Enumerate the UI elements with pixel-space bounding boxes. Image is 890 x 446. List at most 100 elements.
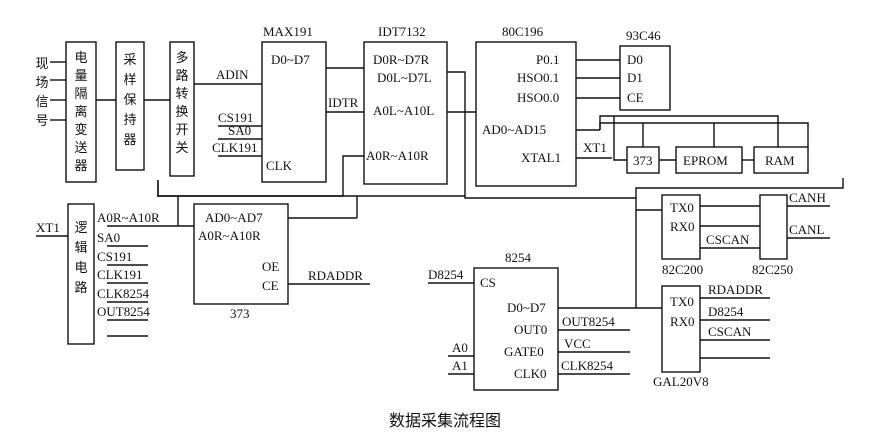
logic-clk191-label: CLK191 (97, 267, 143, 282)
can250-canh-label: CANH (789, 190, 826, 205)
can200-rx0-label: RX0 (670, 219, 695, 234)
idt-d0l-label: D0L~D7L (377, 70, 432, 85)
isolation-char-1: 量 (74, 69, 87, 84)
sample-hold-block: 采 样 保 持 器 (115, 41, 145, 171)
ram-block (753, 146, 809, 174)
idt-d0r-label: D0R~D7R (373, 52, 429, 67)
timer-a0-label: A0 (452, 340, 468, 355)
isolation-char-2: 隔 (74, 87, 87, 102)
sample-hold-char-3: 持 (123, 113, 136, 128)
isolation-char-3: 离 (74, 104, 87, 120)
isolation-char-0: 电 (74, 51, 87, 66)
gal-d8254-label: D8254 (708, 304, 744, 319)
logic-out8254-label: OUT8254 (97, 304, 150, 319)
mux-char-4: 开 (175, 123, 188, 138)
timer-clk8254-label: CLK8254 (561, 358, 614, 373)
mux-char-5: 关 (175, 141, 188, 156)
multiplexer-block: 多 路 转 换 开 关 (169, 41, 195, 177)
sample-hold-char-2: 保 (123, 93, 136, 108)
logic-char-1: 辑 (74, 241, 87, 256)
field-signal-char-3: 号 (35, 114, 48, 129)
latch-a-label: A0R~A10R (198, 228, 261, 243)
mux-char-1: 路 (175, 68, 188, 84)
eeprom-d1-label: D1 (627, 70, 643, 85)
timer-clk0-label: CLK0 (514, 366, 547, 381)
mcu-p01-label: P0.1 (536, 52, 559, 67)
logic-char-3: 路 (74, 280, 87, 296)
max191-adin-label: ADIN (216, 67, 249, 82)
max191-sa0-label: SA0 (228, 123, 251, 138)
idt-idtr-label: IDTR (328, 95, 359, 110)
memory-blocks: 373 EPROM RAM (626, 146, 809, 174)
wires (36, 59, 844, 375)
eeprom-d0-label: D0 (627, 52, 643, 67)
gal-tx0-label: TX0 (670, 294, 694, 309)
isolation-transmitter-block: 电 量 隔 离 变 送 器 (65, 41, 97, 183)
gal-name: GAL20V8 (653, 374, 709, 389)
idt7132-block: IDT7132 D0R~D7R D0L~D7L A0L~A10L IDTR A0… (328, 24, 448, 185)
mcu-hso00-label: HSO0.0 (517, 90, 559, 105)
gal-rdaddr-label: RDADDR (708, 282, 763, 297)
mcu-xtal-label: XTAL1 (521, 150, 561, 165)
timer-out8254-label: OUT8254 (562, 314, 615, 329)
field-signal-char-2: 信 (35, 95, 48, 110)
mcu-ad-label: AD0~AD15 (482, 122, 546, 137)
mcu-hso01-label: HSO0.1 (517, 70, 559, 85)
max191-clk-in-label: CLK191 (212, 140, 258, 155)
idt-title: IDT7132 (378, 24, 426, 39)
latch-ce-label: CE (262, 278, 279, 293)
ram-label: RAM (765, 153, 795, 168)
timer-cs-label: CS (480, 275, 496, 290)
logic-xt1-label: XT1 (36, 220, 60, 235)
diagram-caption: 数据采集流程图 (389, 411, 501, 430)
can200-name: 82C200 (662, 262, 703, 277)
logic-cs191-label: CS191 (97, 249, 132, 264)
latch-name: 373 (230, 306, 250, 321)
timer-data-label: D0~D7 (507, 300, 546, 315)
latch-373-top-label: 373 (633, 153, 653, 168)
eprom-label: EPROM (683, 153, 728, 168)
sample-hold-char-4: 器 (123, 133, 136, 148)
isolation-char-5: 送 (74, 141, 87, 156)
mux-char-3: 换 (175, 105, 188, 120)
can-controller-block: TX0 RX0 CSCAN 82C200 (661, 194, 750, 277)
logic-char-0: 逻 (74, 221, 87, 236)
latch-373-top (626, 146, 660, 174)
can-transceiver-block: CANH CANL 82C250 (752, 190, 826, 277)
can250-canl-label: CANL (789, 222, 824, 237)
latch-oe-label: OE (262, 259, 279, 274)
sample-hold-char-0: 采 (123, 53, 136, 68)
latch-ad-label: AD0~AD7 (205, 210, 263, 225)
latch-373-block: AD0~AD7 A0R~A10R OE CE RDADDR 373 (193, 203, 363, 321)
sample-hold-char-1: 样 (123, 73, 136, 88)
eeprom-title: 93C46 (626, 28, 661, 43)
mcu-xt1-label: XT1 (583, 140, 607, 155)
logic-a0r-label: A0R~A10R (97, 210, 160, 225)
timer-8254-block: 8254 D8254 CS D0~D7 OUT0 GATE0 CLK0 A0 A… (428, 250, 615, 391)
max191-block: MAX191 ADIN D0~D7 CS191 SA0 CLK191 CLK (212, 24, 327, 183)
can200-cscan-label: CSCAN (706, 232, 750, 247)
can200-tx0-label: TX0 (670, 200, 694, 215)
mcu-title: 80C196 (502, 24, 544, 39)
isolation-char-6: 器 (74, 159, 87, 174)
can250-name: 82C250 (752, 262, 793, 277)
timer-a1-label: A1 (452, 358, 468, 373)
timer-title: 8254 (505, 250, 532, 265)
isolation-char-4: 变 (74, 122, 87, 138)
timer-d8254-label: D8254 (428, 267, 464, 282)
field-signal-label: 现 场 信 号 (35, 57, 48, 129)
gal-rx0-label: RX0 (670, 314, 695, 329)
eeprom-ce-label: CE (627, 90, 644, 105)
idt-a0r-label: A0R~A10R (366, 148, 429, 163)
gal20v8-block: TX0 RX0 RDADDR D8254 CSCAN GAL20V8 (653, 282, 763, 389)
latch-rdaddr-label: RDADDR (308, 268, 363, 283)
timer-vcc-label: VCC (564, 336, 591, 351)
max191-data-label: D0~D7 (271, 52, 310, 67)
timer-gate0-label: GATE0 (504, 344, 544, 359)
max191-cs-label: CS191 (218, 110, 253, 125)
mcu-80c196-block: 80C196 P0.1 HSO0.1 HSO0.0 AD0~AD15 XTAL1… (475, 24, 607, 187)
timer-out0-label: OUT0 (514, 322, 547, 337)
logic-char-2: 电 (74, 261, 87, 276)
